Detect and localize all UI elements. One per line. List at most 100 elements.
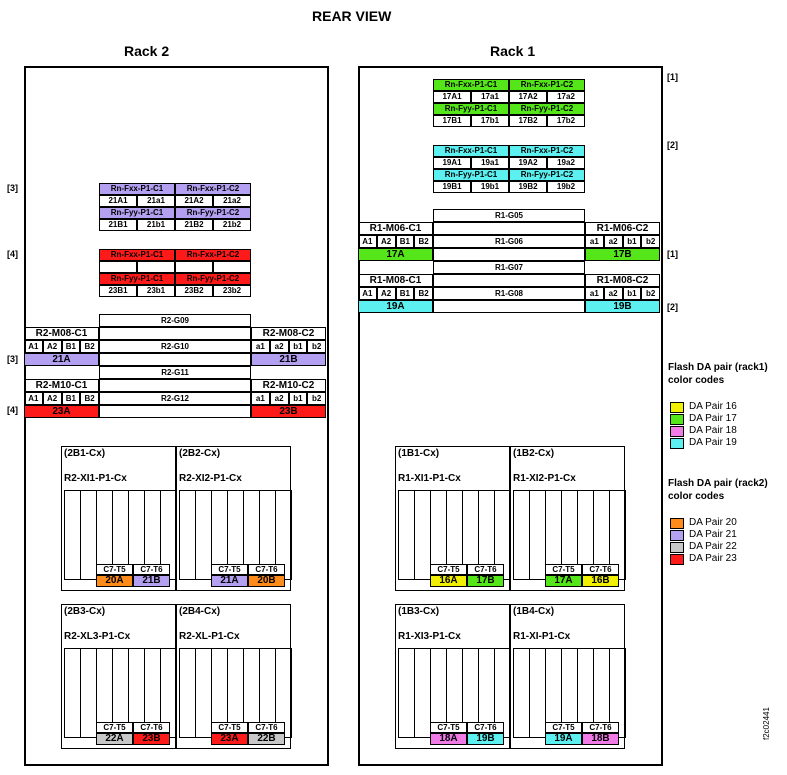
legend2-subtitle: color codes xyxy=(668,491,725,502)
drive-slot xyxy=(513,490,530,580)
rack2-module-label: R2-M10-C1 xyxy=(24,379,99,392)
port-label: C7-T5 xyxy=(96,722,133,733)
da-badge: 22A xyxy=(96,733,133,745)
rack1-enclosure xyxy=(510,604,625,749)
port-label: C7-T5 xyxy=(211,564,248,575)
block1-port-label: 17a1 xyxy=(471,91,509,103)
rack2-port: A2 xyxy=(42,392,62,405)
block4-cable-label: Rn-Fxx-P1-C2 xyxy=(175,249,251,261)
rack1-da-badge: 17A xyxy=(358,248,433,261)
block1-port-label: 17A1 xyxy=(433,91,471,103)
enclosure-id: (1B2-Cx) xyxy=(513,448,555,459)
block2-cable-label: Rn-Fxx-P1-C1 xyxy=(433,145,509,157)
block2-port-label: 19B2 xyxy=(509,181,547,193)
drive-slot xyxy=(64,490,81,580)
port-label: C7-T6 xyxy=(582,564,619,575)
legend-label: DA Pair 17 xyxy=(689,413,737,424)
enclosure-id: (2B2-Cx) xyxy=(179,448,221,459)
rack1-port: b1 xyxy=(622,235,642,248)
block4-port-label xyxy=(213,261,251,273)
callout-2: [2] xyxy=(667,302,678,312)
rack2-port: b2 xyxy=(307,340,326,353)
rack1-shelf xyxy=(433,300,585,313)
legend-label: DA Pair 18 xyxy=(689,425,737,436)
rack2-da-badge: 21A xyxy=(24,353,99,366)
block1-port-label: 17a2 xyxy=(547,91,585,103)
rack2-shelf: R2-G10 xyxy=(99,340,251,353)
rack1-da-badge: 19B xyxy=(585,300,660,313)
rack2-port: B2 xyxy=(80,340,99,353)
port-label: C7-T5 xyxy=(211,722,248,733)
rack1-port: A2 xyxy=(376,287,396,300)
legend-label: DA Pair 23 xyxy=(689,553,737,564)
rack2-enclosure xyxy=(176,604,291,749)
rack1-port: A1 xyxy=(358,235,377,248)
enclosure-id: (2B4-Cx) xyxy=(179,606,221,617)
legend-swatch xyxy=(670,530,684,541)
block4-port-label: 23B2 xyxy=(175,285,213,297)
block3-port-label: 21B1 xyxy=(99,219,137,231)
callout-1: [1] xyxy=(667,72,678,82)
rack1-port: a2 xyxy=(603,287,623,300)
legend2-title: Flash DA pair (rack2) xyxy=(668,478,768,489)
da-badge: 22B xyxy=(248,733,285,745)
da-badge: 18A xyxy=(430,733,467,745)
port-label: C7-T6 xyxy=(133,564,170,575)
callout-1: [1] xyxy=(667,249,678,259)
rack2-enclosure xyxy=(176,446,291,591)
callout-2: [2] xyxy=(667,140,678,150)
rack2-module-label: R2-M08-C2 xyxy=(251,327,326,340)
callout-3: [3] xyxy=(7,354,18,364)
legend1-subtitle: color codes xyxy=(668,375,725,386)
block2-port-label: 19b1 xyxy=(471,181,509,193)
legend-swatch xyxy=(670,414,684,425)
block3-port-label: 21a2 xyxy=(213,195,251,207)
block4-port-label: 23b1 xyxy=(137,285,175,297)
rack2-shelf: R2-G09 xyxy=(99,314,251,327)
drive-slot xyxy=(80,648,97,738)
callout-4: [4] xyxy=(7,405,18,415)
rack2-shelf: R2-G12 xyxy=(99,392,251,405)
block1-cable-label: Rn-Fyy-P1-C1 xyxy=(433,103,509,115)
drive-slot xyxy=(179,490,196,580)
block2-cable-label: Rn-Fyy-P1-C1 xyxy=(433,169,509,181)
drive-slot xyxy=(513,648,530,738)
rack1-enclosure xyxy=(510,446,625,591)
enclosure-name: R1-XI1-P1-Cx xyxy=(398,473,461,484)
port-label: C7-T6 xyxy=(248,564,285,575)
rack2-title: Rack 2 xyxy=(124,43,170,59)
block3-port-label: 21A1 xyxy=(99,195,137,207)
rack2-port: A1 xyxy=(24,340,43,353)
legend-label: DA Pair 20 xyxy=(689,517,737,528)
enclosure-name: R2-XI2-P1-Cx xyxy=(179,473,242,484)
rack2-shelf xyxy=(99,327,251,340)
legend-swatch xyxy=(670,518,684,529)
rack2-module-label: R2-M10-C2 xyxy=(251,379,326,392)
rack1-shelf: R1-G06 xyxy=(433,235,585,248)
rack1-module-label: R1-M06-C1 xyxy=(358,222,433,235)
block2-port-label: 19a2 xyxy=(547,157,585,169)
rack1-module-label: R1-M08-C1 xyxy=(358,274,433,287)
block3-port-label: 21b1 xyxy=(137,219,175,231)
rack1-title: Rack 1 xyxy=(490,43,536,59)
port-label: C7-T6 xyxy=(582,722,619,733)
rack2-port: B2 xyxy=(80,392,99,405)
block3-port-label: 21a1 xyxy=(137,195,175,207)
enclosure-name: R1-XI2-P1-Cx xyxy=(513,473,576,484)
rack2-port: b2 xyxy=(307,392,326,405)
legend-swatch xyxy=(670,554,684,565)
da-badge: 17B xyxy=(467,575,504,587)
rack1-port: A1 xyxy=(358,287,377,300)
block1-cable-label: Rn-Fyy-P1-C2 xyxy=(509,103,585,115)
da-badge: 21A xyxy=(211,575,248,587)
legend-label: DA Pair 16 xyxy=(689,401,737,412)
block2-cable-label: Rn-Fyy-P1-C2 xyxy=(509,169,585,181)
rack1-port: B1 xyxy=(395,287,415,300)
da-badge: 19B xyxy=(467,733,504,745)
drive-slot xyxy=(414,490,431,580)
rack1-port: B2 xyxy=(414,287,433,300)
da-badge: 17A xyxy=(545,575,582,587)
enclosure-id: (2B3-Cx) xyxy=(64,606,106,617)
drive-slot xyxy=(529,490,546,580)
port-label: C7-T5 xyxy=(430,564,467,575)
